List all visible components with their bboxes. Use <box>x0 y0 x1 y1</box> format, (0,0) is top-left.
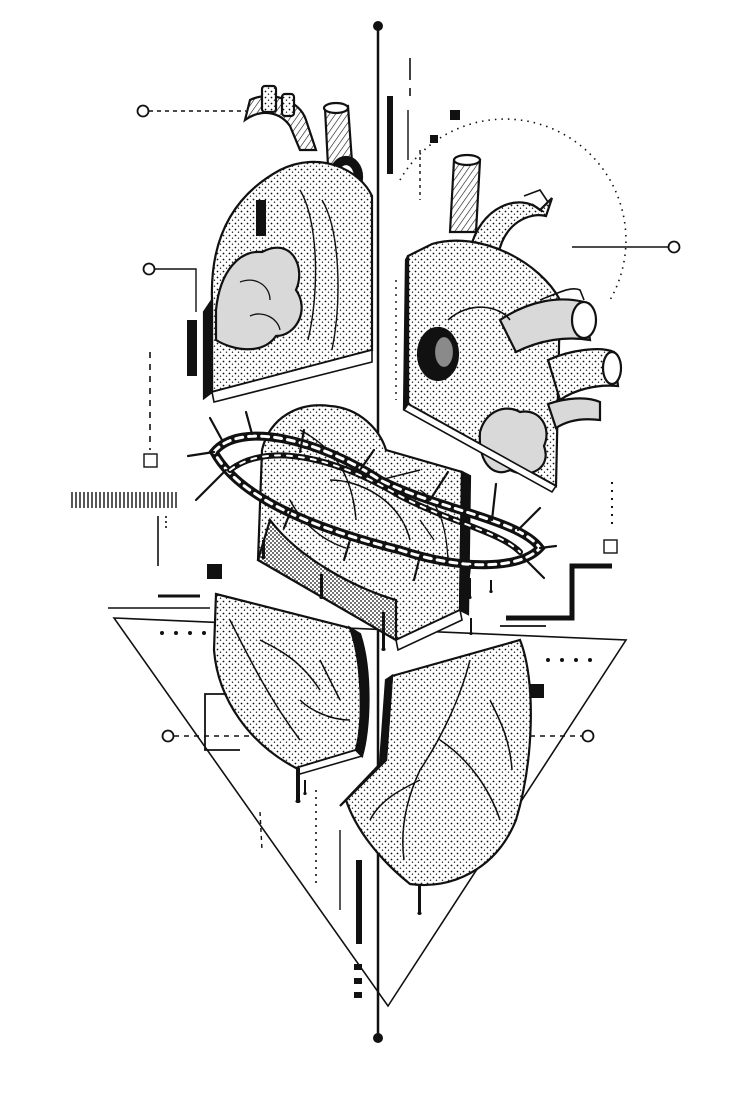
circle-node-icon <box>142 262 156 276</box>
heart-fragment-lower-left <box>212 592 370 775</box>
axis-bottom-node-icon <box>373 1033 383 1043</box>
square-node-icon <box>143 453 158 468</box>
circle-node-icon <box>136 104 150 118</box>
axis-top-node-icon <box>373 21 383 31</box>
dotted-arc <box>399 118 627 301</box>
circle-node-icon <box>161 729 175 743</box>
crown-of-thorns-icon <box>186 410 558 586</box>
circle-node-icon <box>581 729 595 743</box>
heart-fragment-lower-right <box>339 638 532 887</box>
geometric-frame <box>71 21 681 1043</box>
heart-fragment-upper-right <box>402 153 623 494</box>
square-node-icon <box>530 684 544 698</box>
square-node-icon <box>603 539 618 554</box>
blood-drip-icon <box>261 540 493 915</box>
heart-fragment-center <box>256 404 472 652</box>
square-node-icon <box>207 564 222 579</box>
circle-node-icon <box>667 240 681 254</box>
heart-fragment-upper-left <box>202 84 374 403</box>
ruler-ticks <box>71 492 177 508</box>
square-node-icon <box>450 110 460 120</box>
dot-row <box>160 631 592 662</box>
